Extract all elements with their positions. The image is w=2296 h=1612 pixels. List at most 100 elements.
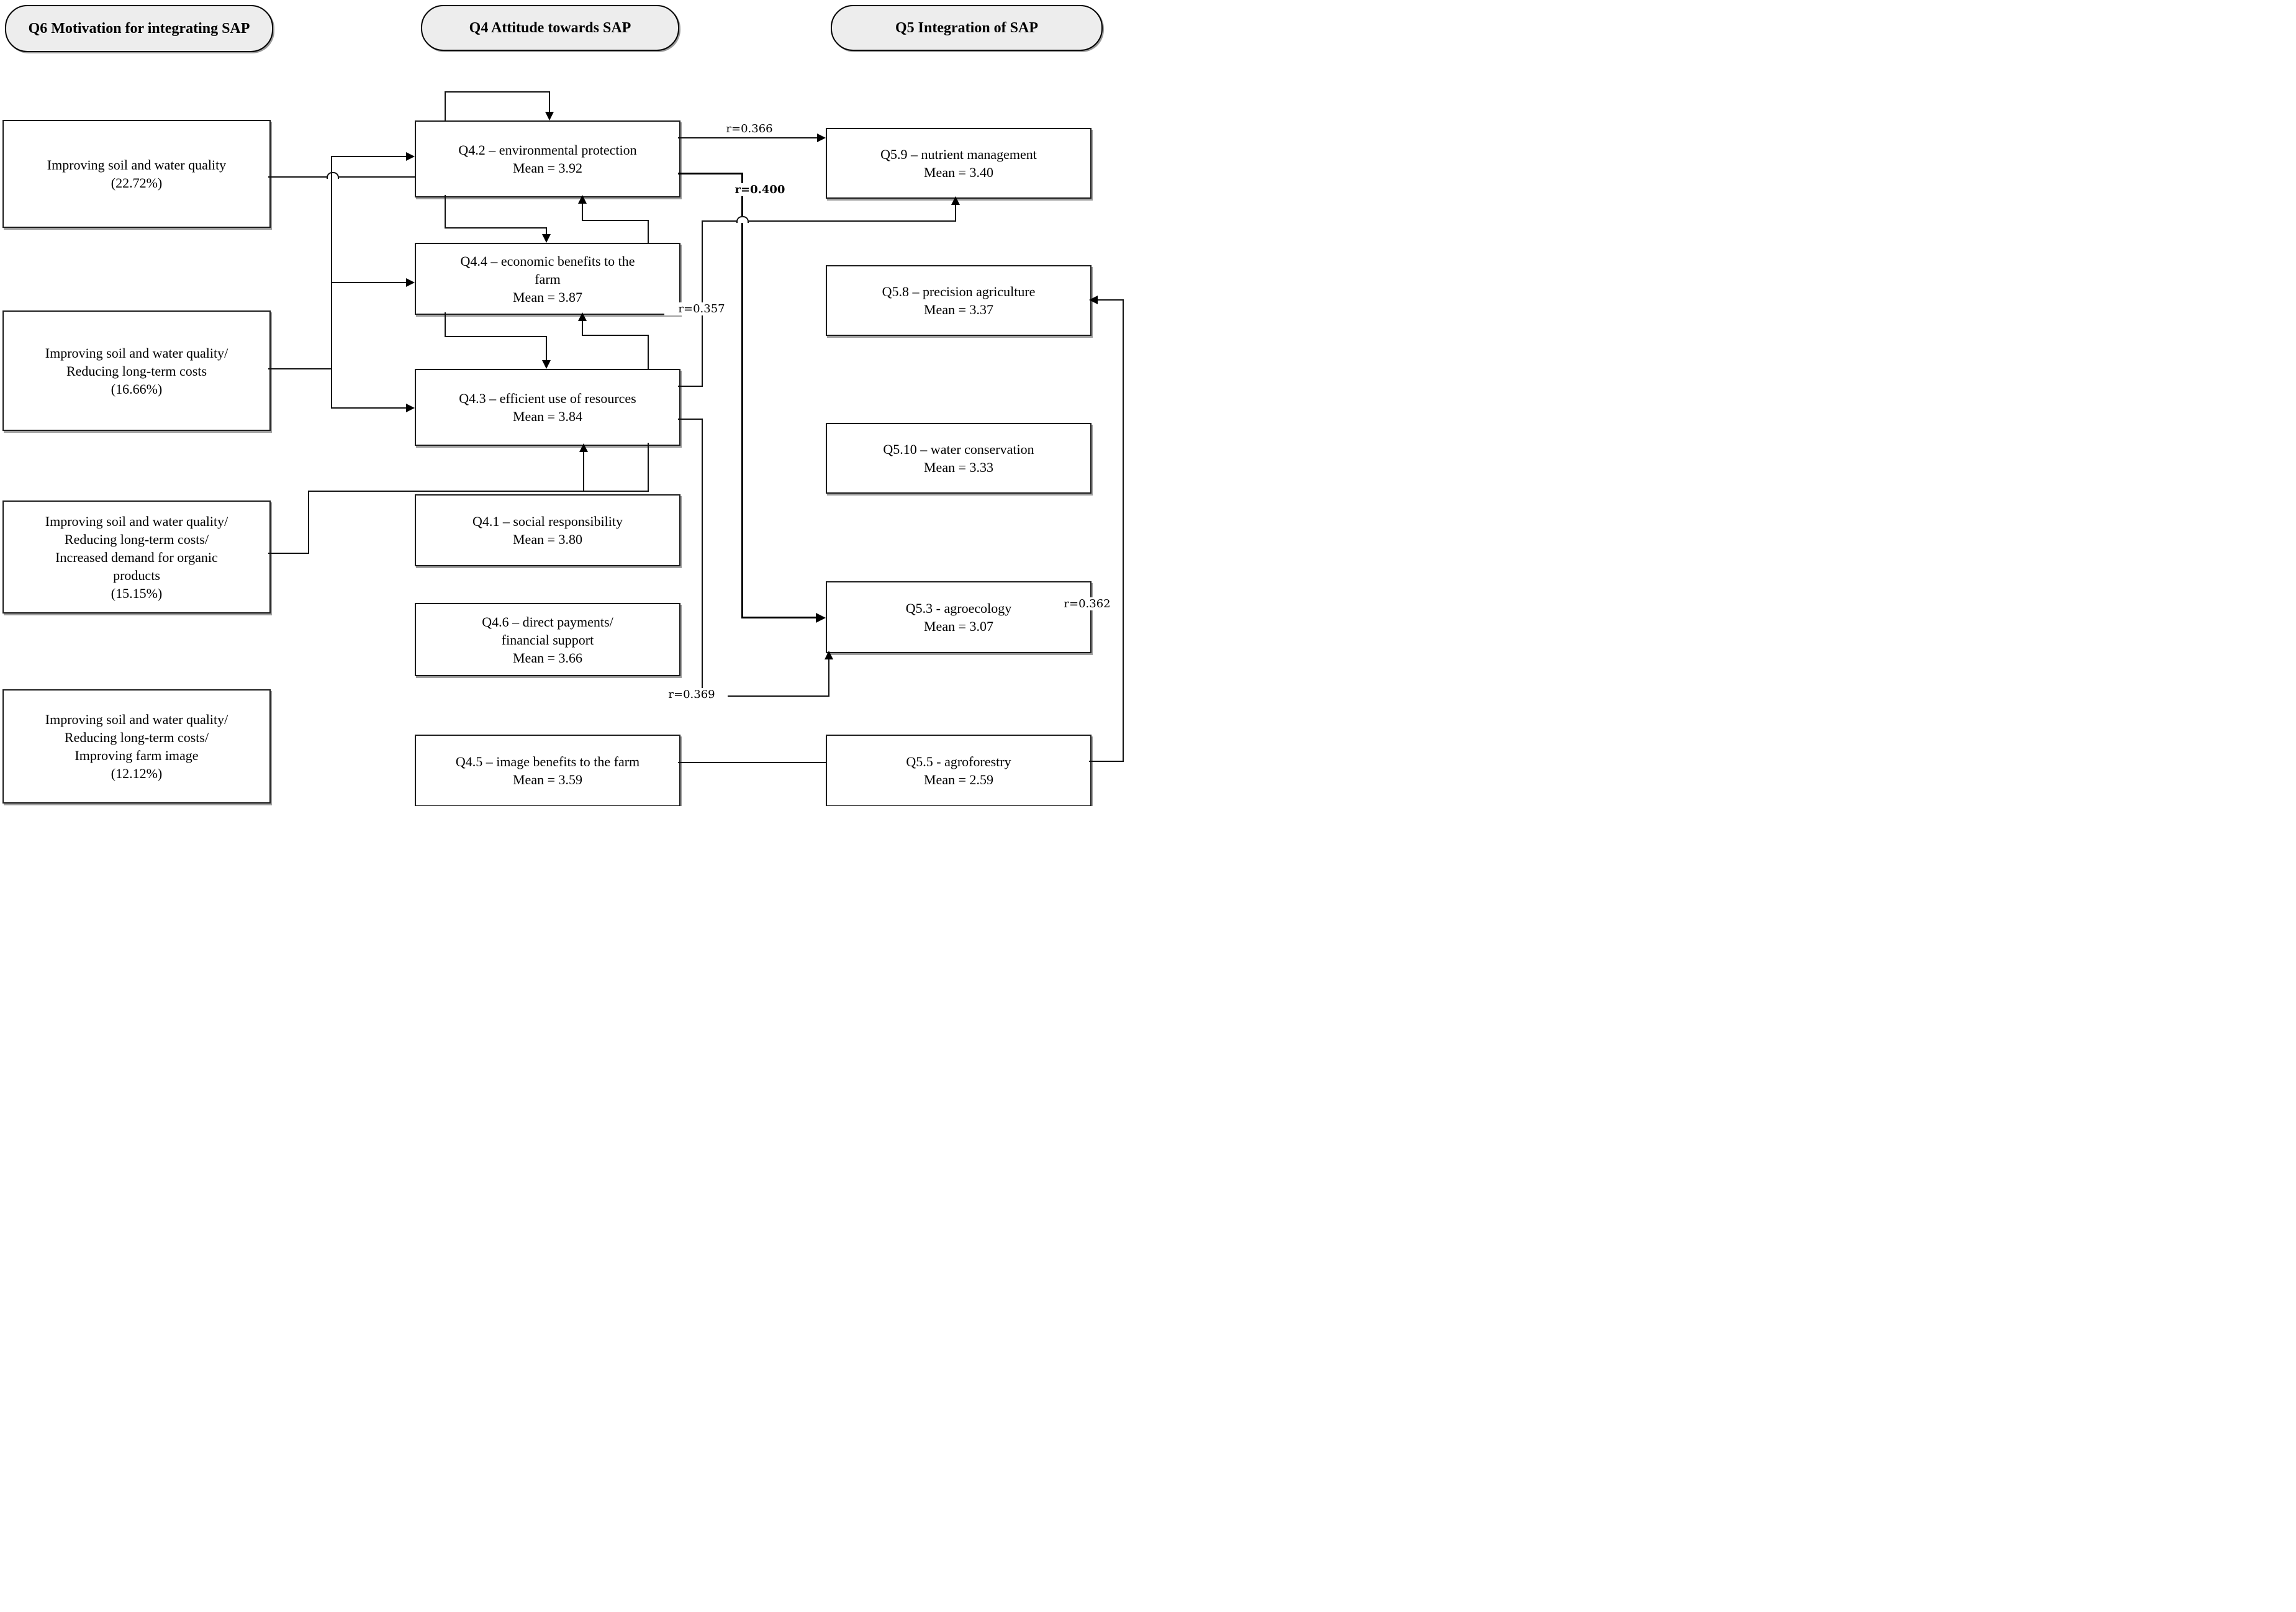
node-q5-8-precision-agriculture: Q5.8 – precision agriculture Mean = 3.37 [826,265,1092,336]
connector-line [1089,761,1124,762]
connector-line [678,386,703,387]
edge-label-r366: r=0.366 [714,122,785,135]
connector-line [549,91,550,113]
node-line: Reducing long-term costs/ [64,531,209,547]
connector-line [678,173,743,174]
arrowhead [578,195,587,204]
node-line: (12.12%) [111,766,163,781]
connector-line [445,336,547,337]
node-line: Q5.9 – nutrient management [880,147,1037,162]
connector-line [583,451,584,491]
node-q4-6-direct-payments: Q4.6 – direct payments/ financial suppor… [415,603,680,676]
arrowhead [542,234,551,243]
connector-line [445,195,446,228]
arrowhead [951,196,960,205]
connector-line [268,368,332,369]
arrowhead [578,312,587,321]
node-line: Mean = 3.87 [513,289,582,305]
connector-line [445,312,446,337]
node-q4-2-environmental-protection: Q4.2 – environmental protection Mean = 3… [415,120,680,197]
node-motivation-1: Improving soil and water quality (22.72%… [2,120,271,228]
node-line: (15.15%) [111,585,163,601]
node-line: products [113,567,160,583]
node-q4-4-economic-benefits: Q4.4 – economic benefits to the farm Mea… [415,243,680,315]
header-label: Q4 Attitude towards SAP [469,19,631,36]
header-q5-integration: Q5 Integration of SAP [831,5,1103,51]
connector-line [702,695,829,697]
node-line: Mean = 3.33 [924,460,993,475]
header-label: Q6 Motivation for integrating SAP [28,20,250,37]
arrowhead [817,134,826,142]
node-motivation-3: Improving soil and water quality/ Reduci… [2,500,271,614]
node-line: Mean = 3.40 [924,165,993,180]
line-hop [736,216,749,223]
diagram-canvas: Q6 Motivation for integrating SAP Q4 Att… [0,0,1148,806]
arrowhead [1089,296,1098,304]
connector-line [445,91,446,121]
node-line: Improving soil and water quality/ [45,712,228,727]
arrowhead [406,404,415,412]
connector-line [582,220,649,221]
connector-line [1098,299,1124,301]
node-q4-3-efficient-use-of-resources: Q4.3 – efficient use of resources Mean =… [415,369,680,446]
node-line: Reducing long-term costs [66,363,207,379]
node-line: Reducing long-term costs/ [64,730,209,745]
node-line: Q4.3 – efficient use of resources [459,391,636,406]
connector-line [546,227,547,235]
connector-line [648,335,649,369]
arrowhead [579,443,588,452]
connector-line [741,617,817,618]
node-line: Q4.6 – direct payments/ [482,614,613,630]
node-line: Mean = 3.59 [513,772,582,787]
node-line: Improving farm image [75,748,199,763]
connector-line [1123,299,1124,762]
node-line: (22.72%) [111,175,163,191]
connector-line [648,443,649,492]
connector-line [828,659,829,696]
connector-line [702,419,703,697]
node-line: Q4.2 – environmental protection [458,142,637,158]
arrowhead [542,360,551,369]
node-q5-3-agroecology: Q5.3 - agroecology Mean = 3.07 [826,581,1092,653]
node-q5-10-water-conservation: Q5.10 – water conservation Mean = 3.33 [826,423,1092,494]
connector-line [702,220,956,222]
connector-line [955,204,956,222]
connector-line [308,491,309,554]
connector-line [648,220,649,243]
edge-label-r369: r=0.369 [656,688,728,701]
connector-line [582,320,583,335]
node-line: Q4.5 – image benefits to the farm [455,754,640,769]
node-q5-5-agroforestry: Q5.5 - agroforestry Mean = 2.59 [826,735,1092,806]
node-line: Q5.3 - agroecology [905,600,1012,616]
edge-label-r362: r=0.362 [1052,597,1123,610]
node-motivation-2: Improving soil and water quality/ Reduci… [2,310,271,431]
edge-label-r357: r=0.357 [664,302,739,315]
node-line: Q5.8 – precision agriculture [882,284,1036,299]
node-line: Mean = 3.84 [513,409,582,424]
node-line: Mean = 2.59 [924,772,993,787]
connector-line [332,407,407,409]
node-line: (16.66%) [111,381,163,397]
arrowhead [825,651,833,659]
node-line: Improving soil and water quality/ [45,345,228,361]
connector-line [445,227,547,229]
node-line: Mean = 3.80 [513,532,582,547]
connector-line [546,336,547,361]
node-line: Mean = 3.37 [924,302,993,317]
header-q6-motivation: Q6 Motivation for integrating SAP [5,5,273,52]
node-motivation-4: Improving soil and water quality/ Reduci… [2,689,271,804]
node-q4-5-image-benefits: Q4.5 – image benefits to the farm Mean =… [415,735,680,806]
node-line: Increased demand for organic [55,549,218,565]
node-line: Q5.10 – water conservation [883,441,1034,457]
node-line: Q4.1 – social responsibility [472,514,623,529]
node-line: Q4.4 – economic benefits to the [460,253,635,269]
connector-line [332,156,407,157]
node-q4-1-social-responsibility: Q4.1 – social responsibility Mean = 3.80 [415,494,680,566]
connector-line [582,203,583,220]
connector-line [582,335,649,336]
connector-line [678,137,818,138]
connector-line [678,762,826,763]
connector-line [332,282,407,283]
node-line: Improving soil and water quality [47,157,227,173]
arrowhead [816,613,826,623]
